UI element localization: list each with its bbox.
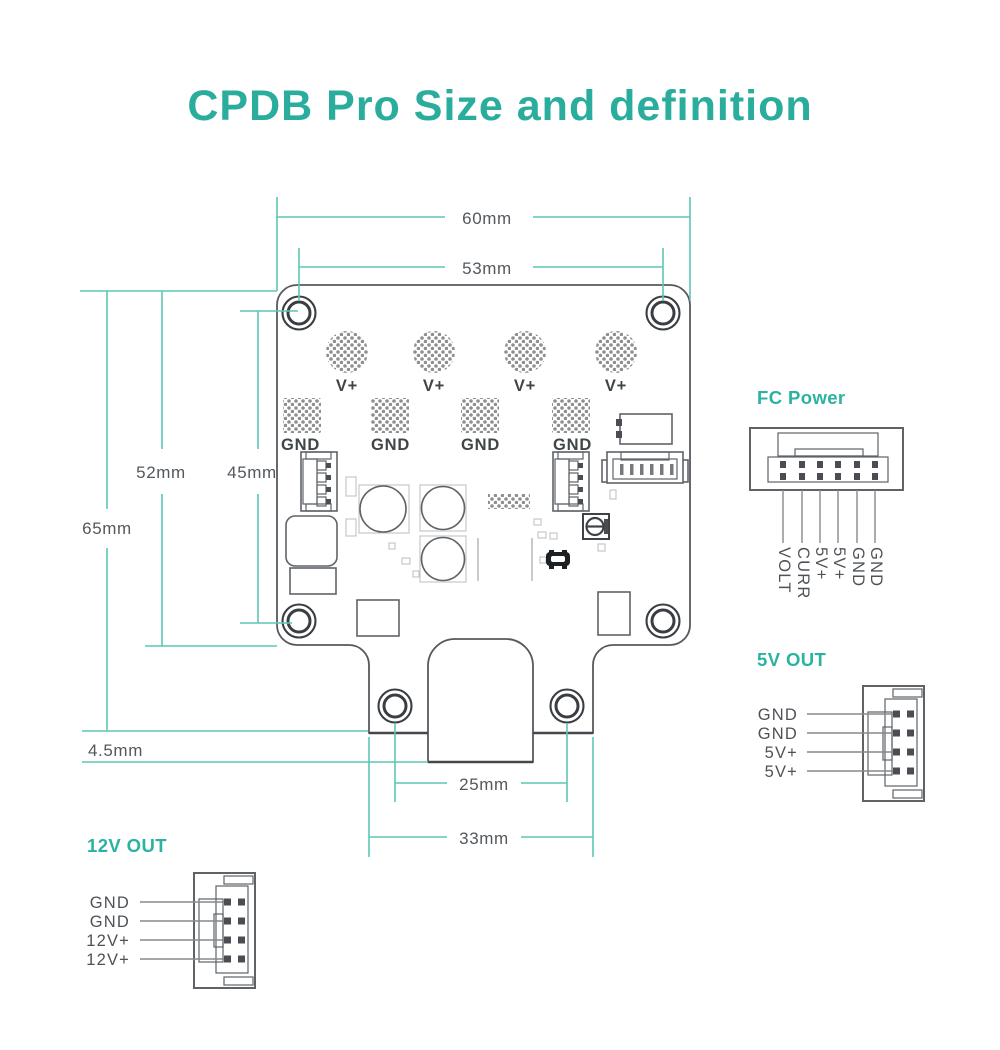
vplus-pads: V+ V+ V+ V+ (326, 331, 637, 395)
capacitors (359, 485, 466, 582)
dimension-33mm: 33mm (368, 737, 594, 857)
out-5v-pins (893, 710, 914, 775)
mounting-hole (645, 603, 681, 639)
mounting-holes (281, 295, 681, 724)
dimension-left-group: 65mm 52mm 45mm 4.5mm (80, 290, 428, 763)
gnd-pad (371, 398, 409, 433)
out-5v-pin-label: GND (758, 706, 798, 724)
dim-label-52mm: 52mm (136, 463, 186, 482)
component-rect (597, 591, 631, 636)
onboard-fc-connector (601, 451, 689, 484)
dim-label-53mm: 53mm (462, 259, 512, 278)
fc-power-title: FC Power (757, 387, 846, 408)
dimension-53mm: 53mm (298, 248, 664, 301)
capacitor (359, 485, 407, 533)
pcb-dark-edges (369, 731, 593, 764)
out-12v-leaders (140, 901, 224, 960)
pcb-bottom-protrusion (427, 638, 534, 763)
out-12v-connector (140, 872, 256, 989)
gnd-pad (461, 398, 499, 433)
dim-label-4-5mm: 4.5mm (88, 741, 143, 760)
gnd-pad-label: GND (553, 436, 592, 454)
gnd-pad-label: GND (371, 436, 410, 454)
fc-power-wires (782, 490, 876, 543)
capacitor (420, 536, 466, 582)
vplus-pad-label: V+ (336, 377, 358, 395)
vplus-pad-label: V+ (605, 377, 627, 395)
dim-label-45mm: 45mm (227, 463, 277, 482)
center-pad (488, 494, 530, 509)
fc-power-pin-label: CURR (794, 547, 812, 599)
dim-label-60mm: 60mm (462, 209, 512, 228)
out-5v-pin-label: 5V+ (765, 763, 798, 781)
onboard-jst-left (300, 451, 338, 512)
out-12v-pin-label: GND (90, 894, 130, 912)
onboard-jst-right (552, 451, 590, 512)
component-rect (289, 567, 337, 595)
smd-dark-component (546, 550, 570, 569)
vplus-pad (504, 331, 546, 373)
mounting-hole (281, 603, 317, 639)
out-5v-leaders (807, 713, 893, 772)
dim-label-25mm: 25mm (459, 775, 509, 794)
out-12v-pins (224, 898, 245, 963)
fc-power-pin-label: GND (867, 547, 885, 587)
out-12v-pin-label: 12V+ (86, 932, 130, 950)
fc-power-pin-label: GND (849, 547, 867, 587)
gnd-pad (283, 398, 321, 433)
out-12v-title: 12V OUT (87, 835, 167, 856)
gnd-pad (552, 398, 590, 433)
out-12v-section: 12V OUT (86, 835, 256, 989)
component-rect (356, 599, 400, 637)
trim-pot (582, 513, 610, 540)
out-5v-pin-labels: GND GND 5V+ 5V+ (758, 706, 798, 781)
fc-power-pins (780, 461, 878, 480)
fc-power-pin-labels: VOLT CURR 5V+ 5V+ GND GND (775, 547, 885, 599)
mounting-hole (377, 688, 413, 724)
fc-power-pin-label: VOLT (775, 547, 793, 594)
out-5v-pin-label: 5V+ (765, 744, 798, 762)
capacitor (420, 485, 466, 531)
out-12v-pin-label: GND (90, 913, 130, 931)
inductor-component (285, 515, 338, 567)
vplus-pad-label: V+ (423, 377, 445, 395)
gnd-pads: GND GND GND GND (281, 398, 592, 454)
dimension-25mm: 25mm (394, 723, 568, 802)
gnd-pad-label: GND (281, 436, 320, 454)
dimension-60mm: 60mm (276, 197, 691, 300)
out-12v-pin-label: 12V+ (86, 951, 130, 969)
out-5v-pin-label: GND (758, 725, 798, 743)
out-12v-pin-labels: GND GND 12V+ 12V+ (86, 894, 130, 969)
vplus-pad (595, 331, 637, 373)
fc-power-connector (749, 427, 904, 543)
vplus-pad (413, 331, 455, 373)
gnd-pad-label: GND (461, 436, 500, 454)
dim-label-33mm: 33mm (459, 829, 509, 848)
out-5v-connector (807, 685, 925, 802)
mounting-hole (549, 688, 585, 724)
page-title: CPDB Pro Size and definition (187, 82, 813, 130)
fc-power-section: FC Power (749, 387, 904, 599)
out-5v-title: 5V OUT (757, 649, 827, 670)
fc-power-pin-label: 5V+ (830, 547, 848, 580)
vplus-pad (326, 331, 368, 373)
fc-power-pin-label: 5V+ (812, 547, 830, 580)
vplus-pad-label: V+ (514, 377, 536, 395)
edge-component (616, 413, 673, 445)
out-5v-section: 5V OUT (757, 649, 925, 802)
pcb-board: V+ V+ V+ V+ GND GND GND GND (276, 284, 691, 764)
dim-label-65mm: 65mm (82, 519, 132, 538)
